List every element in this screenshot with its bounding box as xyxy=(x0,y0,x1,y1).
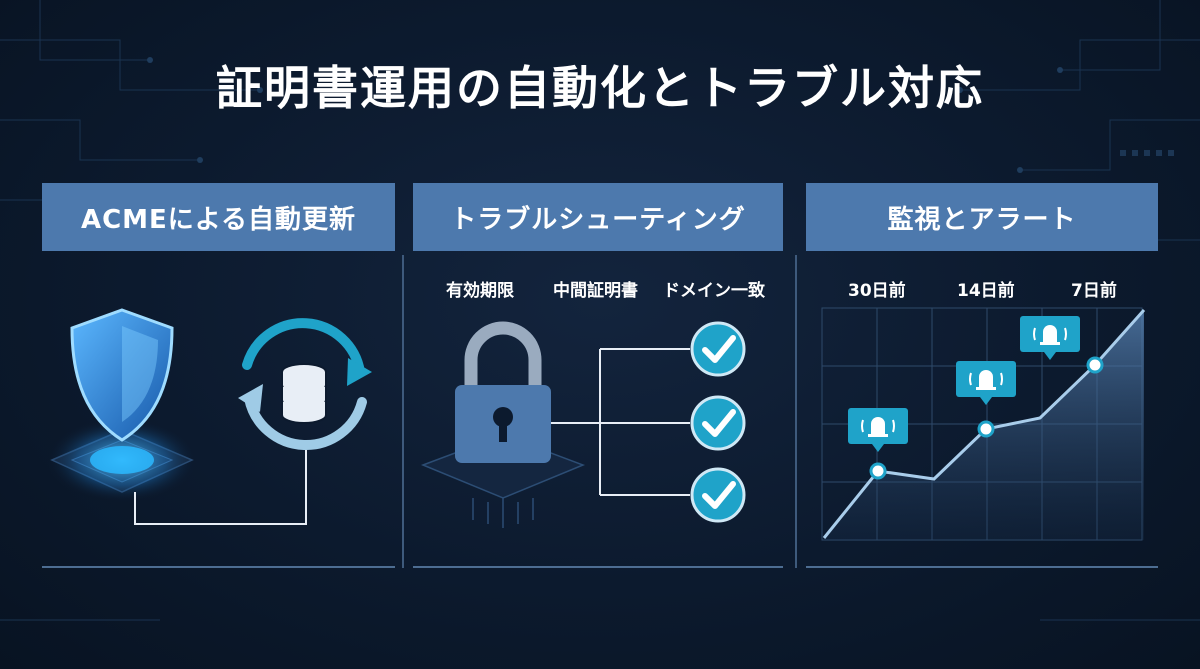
alert-label-30days: 30日前 xyxy=(848,281,906,301)
panel-baseline xyxy=(806,566,1158,568)
alert-label-14days: 14日前 xyxy=(957,281,1015,301)
refresh-cycle-icon xyxy=(238,318,372,451)
panel-baseline xyxy=(413,566,783,568)
connector-lines xyxy=(551,348,690,496)
acme-illustration xyxy=(47,308,372,525)
page-title: 証明書運用の自動化とトラブル対応 xyxy=(216,61,984,115)
padlock-icon xyxy=(455,321,551,463)
check-label-expiry: 有効期限 xyxy=(446,281,514,301)
monitoring-chart-illustration xyxy=(821,307,1146,541)
panel-baseline xyxy=(42,566,395,568)
panel-divider xyxy=(402,255,404,568)
trend-area xyxy=(824,310,1144,540)
check-label-intermediate: 中間証明書 xyxy=(553,281,638,301)
shield-icon xyxy=(70,308,174,442)
panel-header-troubleshooting: トラブルシューティング xyxy=(413,183,783,251)
connector-line xyxy=(134,450,307,525)
panel-header-acme: ACMEによる自動更新 xyxy=(42,183,395,251)
bell-icon xyxy=(956,361,1016,405)
alert-point xyxy=(869,356,1104,480)
database-icon xyxy=(281,363,327,424)
check-circle-icon xyxy=(690,395,746,451)
bell-icon xyxy=(848,408,908,452)
check-circle-icon xyxy=(690,467,746,523)
check-circle-icon xyxy=(690,321,746,377)
panel-divider xyxy=(795,255,797,568)
panel-header-monitoring: 監視とアラート xyxy=(806,183,1158,251)
troubleshooting-illustration xyxy=(420,321,746,528)
alert-label-7days: 7日前 xyxy=(1071,281,1117,301)
check-label-domain: ドメイン一致 xyxy=(663,281,765,301)
chip-platform xyxy=(47,418,197,502)
bell-icon xyxy=(1020,316,1080,360)
